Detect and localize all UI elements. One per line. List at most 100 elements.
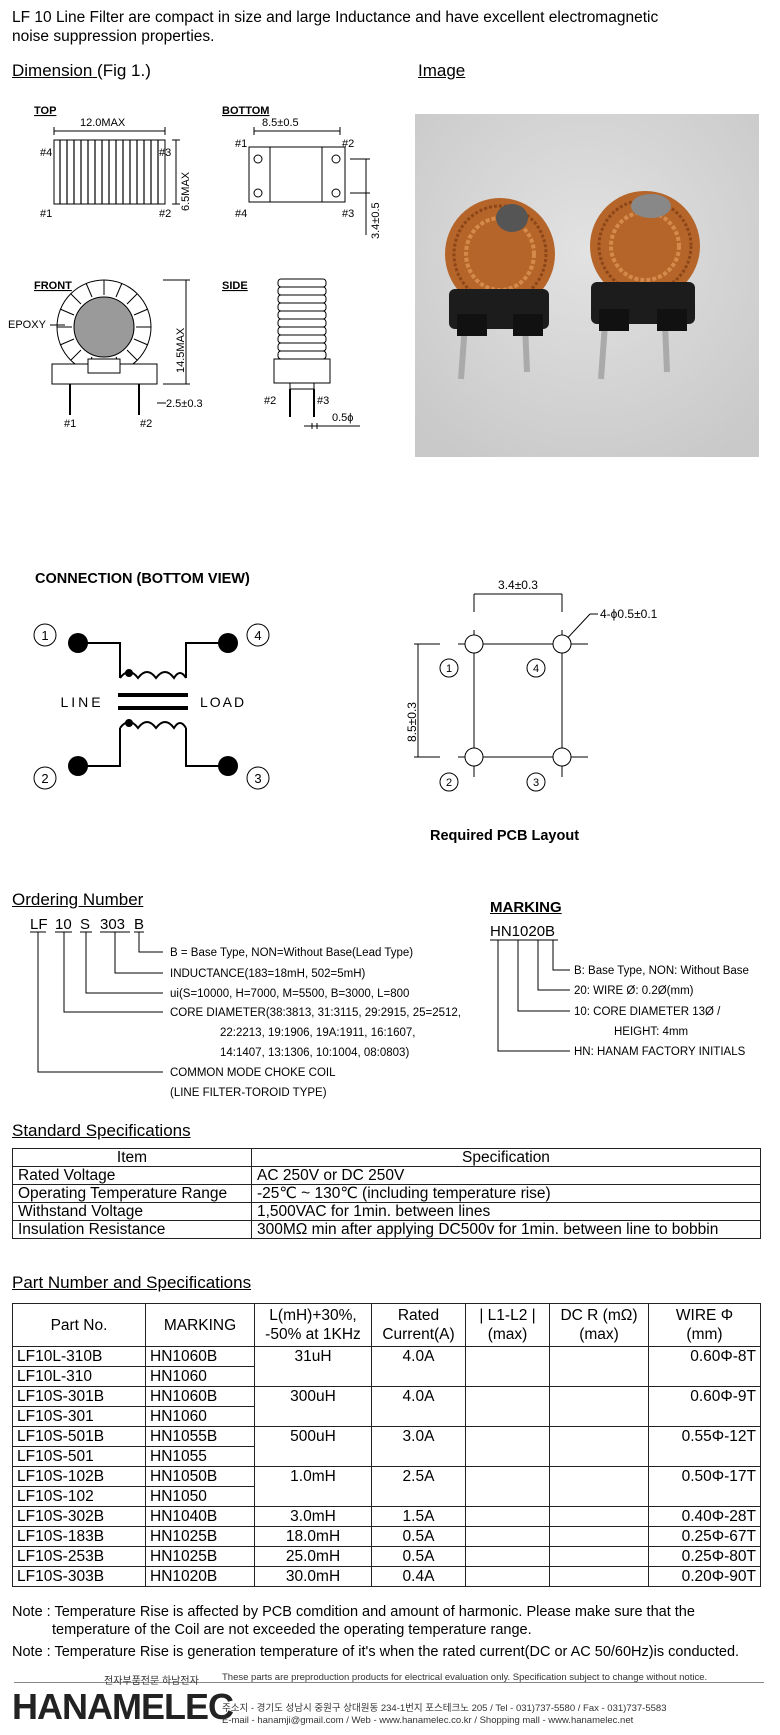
svg-text:303: 303 xyxy=(100,916,125,933)
front-label: FRONT xyxy=(34,280,72,292)
marking-cell: HN1025B xyxy=(145,1546,255,1567)
svg-text:HEIGHT: 4mm: HEIGHT: 4mm xyxy=(614,1026,688,1038)
part-number-cell: LF10S-301 xyxy=(12,1406,146,1427)
inductance-cell: 3.0mH xyxy=(254,1506,372,1527)
address: 주소지 - 경기도 성남시 중원구 상대원동 234-1번지 포스테크노 205… xyxy=(222,1703,667,1714)
pcb-width-dim: 3.4±0.3 xyxy=(498,578,538,592)
svg-text:LF: LF xyxy=(30,916,48,933)
part-number-cell: LF10S-303B xyxy=(12,1566,146,1587)
svg-text:#1: #1 xyxy=(64,418,76,430)
svg-text:S: S xyxy=(80,916,90,933)
dcr-cell xyxy=(549,1466,649,1507)
wire-cell: 0.40Φ-28T xyxy=(648,1506,761,1527)
table-header-row: Part No. MARKING L(mH)+30%,-50% at 1KHz … xyxy=(12,1303,761,1347)
svg-text:10: 10 xyxy=(55,916,72,933)
current-cell: 2.5A xyxy=(371,1466,466,1507)
part-number-cell: LF10L-310B xyxy=(12,1346,146,1367)
marking-cell: HN1060 xyxy=(145,1366,255,1387)
svg-text:#2: #2 xyxy=(342,138,354,150)
current-cell: 4.0A xyxy=(371,1346,466,1387)
note-1: Note : Temperature Rise is affected by P… xyxy=(12,1604,695,1638)
inductance-cell: 31uH xyxy=(254,1346,372,1387)
svg-text:22:2213, 19:1906, 19A:1911, 16: 22:2213, 19:1906, 19A:1911, 16:1607, xyxy=(220,1027,415,1039)
diff-cell xyxy=(465,1566,550,1587)
inductance-cell: 25.0mH xyxy=(254,1546,372,1567)
svg-text:2: 2 xyxy=(446,777,452,789)
inductance-cell: 18.0mH xyxy=(254,1526,372,1547)
ordering-diagram: LF 10 S 303 B B = Base Type, NON=Without… xyxy=(30,916,461,1099)
top-height-dim: 6.5MAX xyxy=(180,171,192,211)
inductance-cell: 500uH xyxy=(254,1426,372,1467)
wire-cell: 0.20Φ-90T xyxy=(648,1566,761,1587)
diff-cell xyxy=(465,1346,550,1387)
part-number-cell: LF10S-102 xyxy=(12,1486,146,1507)
marking-cell: HN1055 xyxy=(145,1446,255,1467)
part-number-cell: LF10S-301B xyxy=(12,1386,146,1407)
marking-code: HN1020B xyxy=(490,923,555,940)
marking-title: MARKING xyxy=(490,899,562,916)
current-cell: 0.4A xyxy=(371,1566,466,1587)
svg-text:#1: #1 xyxy=(235,138,247,150)
side-view xyxy=(273,278,360,429)
marking-cell: HN1020B xyxy=(145,1566,255,1587)
marking-cell: HN1060B xyxy=(145,1346,255,1367)
disclaimer: These parts are preproduction products f… xyxy=(222,1672,708,1683)
part-number-cell: LF10S-253B xyxy=(12,1546,146,1567)
dcr-cell xyxy=(549,1546,649,1567)
svg-text:3: 3 xyxy=(254,771,261,786)
svg-text:B = Base Type, NON=Without Bas: B = Base Type, NON=Without Base(Lead Typ… xyxy=(170,947,413,959)
diff-cell xyxy=(465,1386,550,1427)
svg-text:B: Base Type, NON: Without Bas: B: Base Type, NON: Without Base xyxy=(574,965,749,977)
pcb-height-dim: 8.5±0.3 xyxy=(405,702,419,742)
coil-left-icon xyxy=(445,198,555,380)
connection-schematic: 1 4 2 3 LINE LOAD xyxy=(33,623,270,790)
current-cell: 4.0A xyxy=(371,1386,466,1427)
dcr-cell xyxy=(549,1526,649,1547)
marking-cell: HN1060B xyxy=(145,1386,255,1407)
intro-text: LF 10 Line Filter are compact in size an… xyxy=(12,9,659,45)
korean-tagline: 전자부품전문 하남전자 xyxy=(104,1676,199,1687)
svg-text:#4: #4 xyxy=(235,208,247,220)
note-2: Note : Temperature Rise is generation te… xyxy=(12,1644,740,1660)
svg-text:B: B xyxy=(134,916,144,933)
svg-text:1: 1 xyxy=(446,663,452,675)
svg-text:CORE DIAMETER(38:3813, 31:3115: CORE DIAMETER(38:3813, 31:3115, 29:2915,… xyxy=(170,1007,461,1019)
epoxy-label: EPOXY xyxy=(8,319,47,331)
svg-text:COMMON MODE CHOKE COIL: COMMON MODE CHOKE COIL xyxy=(170,1067,336,1079)
wire-cell: 0.25Φ-67T xyxy=(648,1526,761,1547)
wire-cell: 0.60Φ-9T xyxy=(648,1386,761,1427)
diff-cell xyxy=(465,1466,550,1507)
load-label: LOAD xyxy=(200,694,246,710)
front-view xyxy=(50,279,190,415)
svg-text:3: 3 xyxy=(533,777,539,789)
part-number-cell: LF10S-501B xyxy=(12,1426,146,1447)
marking-diagram: HN1020B B: Base Type, NON: Without Base … xyxy=(490,923,749,1058)
image-title: Image xyxy=(418,61,466,80)
part-number-cell: LF10L-310 xyxy=(12,1366,146,1387)
current-cell: 1.5A xyxy=(371,1506,466,1527)
ordering-title: Ordering Number xyxy=(12,890,144,909)
wire-cell: 0.50Φ-17T xyxy=(648,1466,761,1507)
svg-text:#2: #2 xyxy=(140,418,152,430)
svg-text:14:1407, 13:1306, 10:1004, 08:: 14:1407, 13:1306, 10:1004, 08:0803) xyxy=(220,1047,409,1059)
marking-cell: HN1040B xyxy=(145,1506,255,1527)
current-cell: 0.5A xyxy=(371,1526,466,1547)
marking-cell: HN1025B xyxy=(145,1526,255,1547)
diff-cell xyxy=(465,1426,550,1467)
svg-text:ui(S=10000, H=7000, M=5500, B=: ui(S=10000, H=7000, M=5500, B=3000, L=80… xyxy=(170,988,409,1000)
front-standoff-dim: 2.5±0.3 xyxy=(166,398,203,410)
marking-cell: HN1055B xyxy=(145,1426,255,1447)
part-number-cell: LF10S-183B xyxy=(12,1526,146,1547)
svg-text:(LINE FILTER-TOROID TYPE): (LINE FILTER-TOROID TYPE) xyxy=(170,1087,327,1099)
